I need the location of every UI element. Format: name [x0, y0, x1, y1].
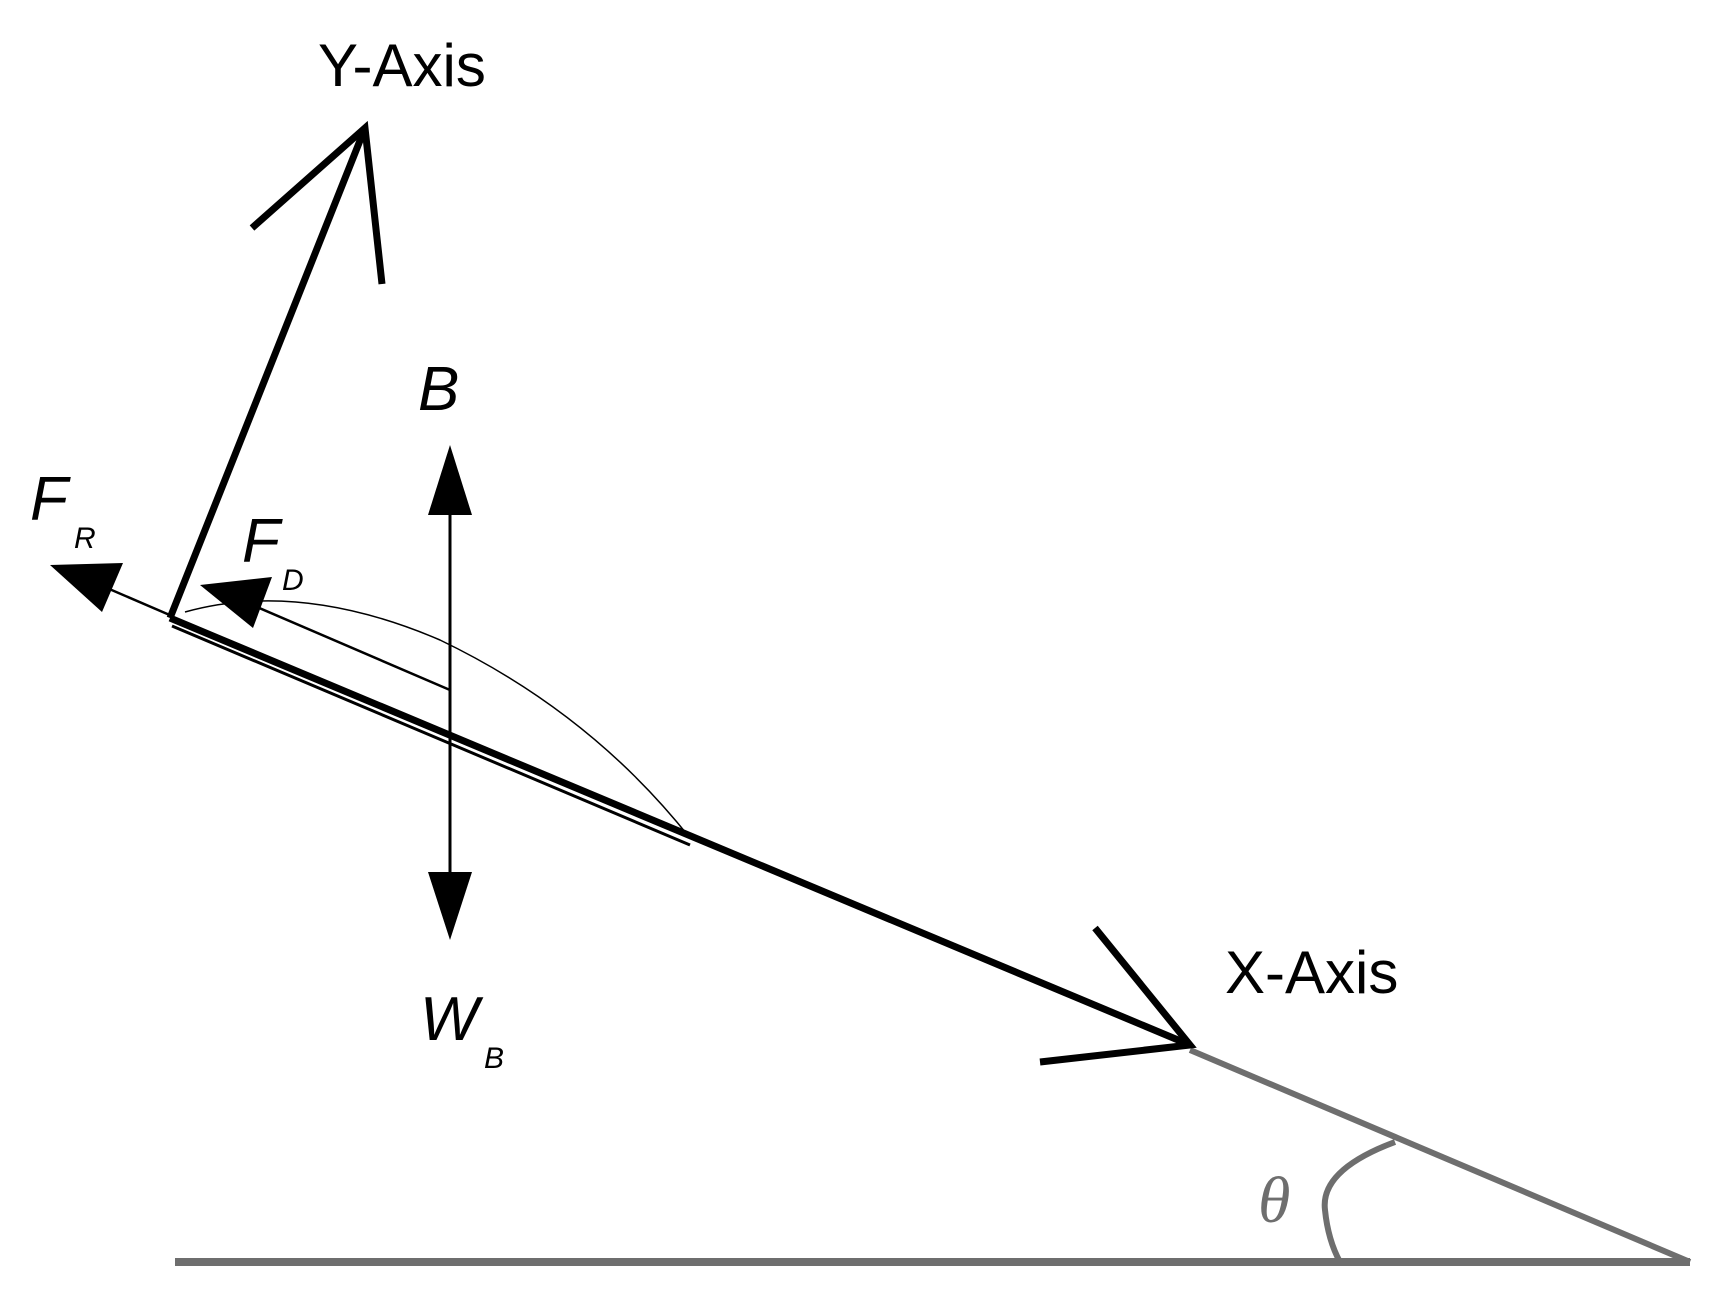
fd-label: F — [242, 507, 283, 576]
angle-arc — [1321, 1139, 1397, 1264]
fd-arrow-shaft — [249, 602, 451, 692]
fr-arrow-shaft — [99, 583, 173, 618]
fd-label-subscript: D — [282, 564, 304, 597]
y-axis-label: Y-Axis — [318, 32, 486, 99]
incline-line — [1188, 1047, 1692, 1265]
x-axis-line — [168, 614, 1192, 1049]
fr-arrowhead — [50, 563, 123, 612]
buoyancy-arrowhead — [428, 445, 472, 515]
weight-label: W — [420, 985, 484, 1054]
x-axis-arrowhead — [1039, 925, 1197, 1066]
weight-label-subscript: B — [484, 1042, 504, 1075]
body-outline — [184, 600, 691, 839]
y-axis-arrowhead — [249, 120, 386, 285]
x-axis-line-inner — [171, 624, 691, 847]
y-axis-line — [166, 126, 369, 620]
weight-arrowhead — [428, 872, 472, 940]
fd-arrowhead — [200, 577, 272, 628]
buoyancy-label: B — [418, 355, 459, 424]
x-axis-label: X-Axis — [1225, 939, 1398, 1006]
angle-label: θ — [1258, 1164, 1290, 1237]
fr-label: F — [30, 465, 71, 534]
fr-label-subscript: R — [74, 522, 96, 555]
